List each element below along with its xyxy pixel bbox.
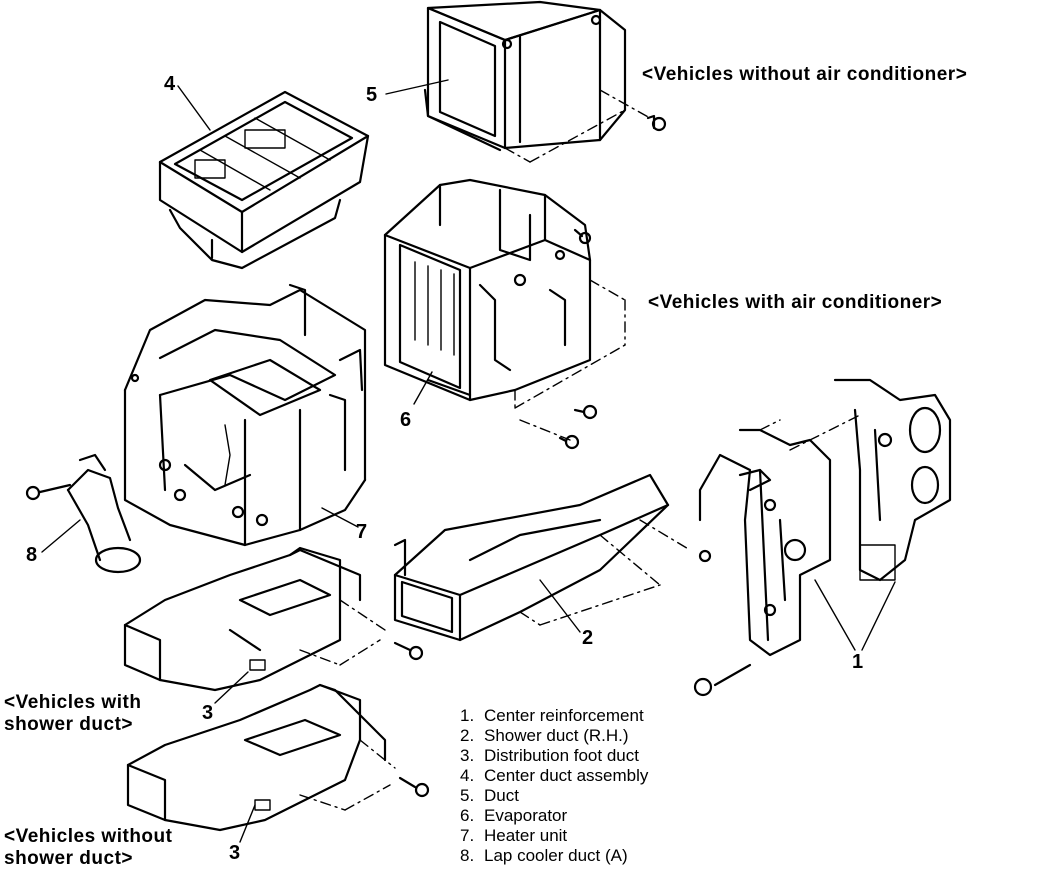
callout-6: 6 <box>400 409 412 431</box>
callout-7: 7 <box>356 521 368 543</box>
callout-2: 2 <box>582 627 594 649</box>
distribution-foot-duct-part-3b <box>126 683 396 832</box>
bolt-icon <box>393 641 424 661</box>
center-reinforcement-part-1 <box>698 378 952 687</box>
legend-item: 3.Distribution foot duct <box>460 746 639 765</box>
heading-without-ac: <Vehicles without air conditioner> <box>642 64 968 85</box>
heading-with-ac: <Vehicles with air conditioner> <box>648 292 943 313</box>
callout-8: 8 <box>26 544 38 566</box>
callout-3a: 3 <box>202 702 214 724</box>
leader-lines <box>41 79 896 843</box>
callout-5: 5 <box>366 84 378 106</box>
parts-legend: 1.Center reinforcement 2.Shower duct (R.… <box>460 706 648 866</box>
legend-item: 8.Lap cooler duct (A) <box>460 846 628 865</box>
legend-item: 6.Evaporator <box>460 806 568 825</box>
screw-icon <box>558 434 580 450</box>
shower-duct-part-2 <box>393 473 691 642</box>
screw-icon <box>25 485 41 501</box>
callout-4: 4 <box>164 73 176 95</box>
center-duct-assembly-part-4 <box>158 90 370 270</box>
callout-3b: 3 <box>229 842 241 864</box>
screw-icon <box>698 549 712 563</box>
legend-item: 1.Center reinforcement <box>460 706 644 725</box>
duct-part-5 <box>423 0 651 163</box>
lap-cooler-duct-part-8 <box>38 453 142 574</box>
evaporator-part-6 <box>383 178 626 441</box>
distribution-foot-duct-part-3a <box>123 546 386 692</box>
screw-icon <box>573 228 592 245</box>
screw-icon <box>573 404 598 420</box>
heading-without-shower-duct: <Vehicles without shower duct> <box>4 826 173 869</box>
bolt-icon <box>646 114 667 132</box>
callout-1: 1 <box>852 651 864 673</box>
legend-item: 5.Duct <box>460 786 519 805</box>
bolt-icon <box>693 677 713 697</box>
bolt-icon <box>398 776 430 798</box>
legend-item: 2.Shower duct (R.H.) <box>460 726 629 745</box>
heading-with-shower-duct: <Vehicles with shower duct> <box>4 692 142 735</box>
heater-unit-part-7 <box>123 283 367 547</box>
legend-item: 7.Heater unit <box>460 826 568 845</box>
legend-item: 4.Center duct assembly <box>460 766 649 785</box>
